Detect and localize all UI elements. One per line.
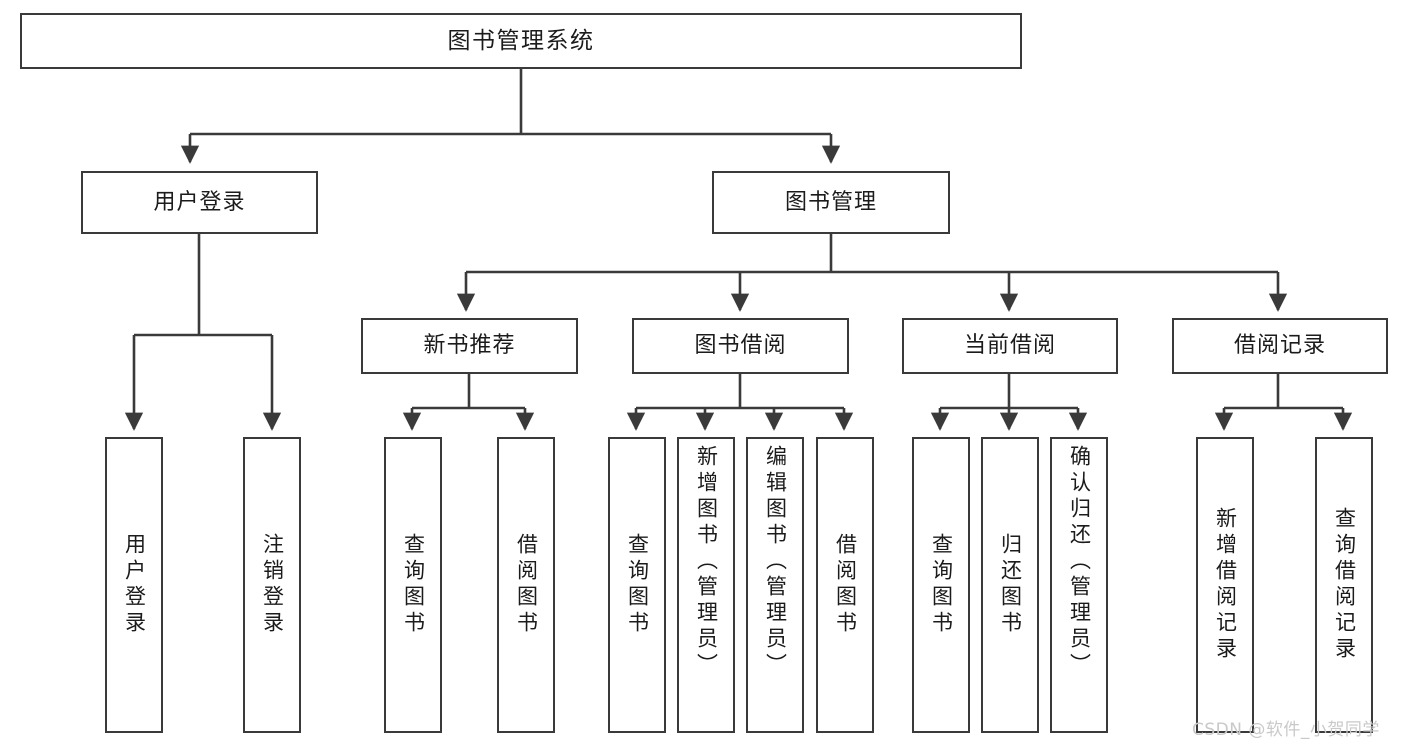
node-current-borrow-label: 当前借阅 bbox=[963, 333, 1056, 358]
leaf-new-book-borrow[interactable]: 借阅图书 bbox=[497, 437, 555, 733]
leaf-borrow-add-book-admin[interactable]: 新增图书（管理员） bbox=[677, 437, 735, 733]
leaf-borrow-query-book[interactable]: 查询图书 bbox=[608, 437, 666, 733]
leaf-user-login-signin-label: 用户登录 bbox=[122, 533, 147, 637]
leaf-user-login-signout[interactable]: 注销登录 bbox=[243, 437, 301, 733]
leaf-current-return-book[interactable]: 归还图书 bbox=[981, 437, 1039, 733]
node-root-label: 图书管理系统 bbox=[447, 27, 595, 54]
node-book-management[interactable]: 图书管理 bbox=[712, 171, 950, 234]
leaf-records-query[interactable]: 查询借阅记录 bbox=[1315, 437, 1373, 733]
node-book-borrow[interactable]: 图书借阅 bbox=[632, 318, 849, 374]
node-root[interactable]: 图书管理系统 bbox=[20, 13, 1022, 69]
leaf-new-book-query[interactable]: 查询图书 bbox=[384, 437, 442, 733]
leaf-new-book-query-label: 查询图书 bbox=[401, 533, 426, 637]
node-borrow-records[interactable]: 借阅记录 bbox=[1172, 318, 1388, 374]
leaf-new-book-borrow-label: 借阅图书 bbox=[514, 533, 539, 637]
node-new-book-recommend[interactable]: 新书推荐 bbox=[361, 318, 578, 374]
node-book-management-label: 图书管理 bbox=[784, 189, 877, 215]
csdn-watermark: CSDN @软件_小贺同学 bbox=[1192, 720, 1380, 740]
leaf-current-query-book-label: 查询图书 bbox=[929, 533, 954, 637]
node-user-login[interactable]: 用户登录 bbox=[81, 171, 318, 234]
node-user-login-label: 用户登录 bbox=[153, 189, 246, 215]
leaf-records-add-label: 新增借阅记录 bbox=[1213, 507, 1238, 663]
leaf-borrow-borrow-book[interactable]: 借阅图书 bbox=[816, 437, 874, 733]
leaf-current-confirm-return-admin-label: 确认归还（管理员） bbox=[1067, 445, 1092, 679]
node-borrow-records-label: 借阅记录 bbox=[1233, 333, 1326, 358]
leaf-current-query-book[interactable]: 查询图书 bbox=[912, 437, 970, 733]
leaf-current-confirm-return-admin[interactable]: 确认归还（管理员） bbox=[1050, 437, 1108, 733]
leaf-current-return-book-label: 归还图书 bbox=[998, 533, 1023, 637]
leaf-borrow-edit-book-admin-label: 编辑图书（管理员） bbox=[763, 445, 788, 679]
leaf-borrow-edit-book-admin[interactable]: 编辑图书（管理员） bbox=[746, 437, 804, 733]
leaf-borrow-borrow-book-label: 借阅图书 bbox=[833, 533, 858, 637]
leaf-borrow-query-book-label: 查询图书 bbox=[625, 533, 650, 637]
leaf-borrow-add-book-admin-label: 新增图书（管理员） bbox=[694, 445, 719, 679]
node-current-borrow[interactable]: 当前借阅 bbox=[902, 318, 1118, 374]
leaf-user-login-signin[interactable]: 用户登录 bbox=[105, 437, 163, 733]
leaf-records-add[interactable]: 新增借阅记录 bbox=[1196, 437, 1254, 733]
node-new-book-recommend-label: 新书推荐 bbox=[423, 333, 516, 358]
leaf-records-query-label: 查询借阅记录 bbox=[1332, 507, 1357, 663]
node-book-borrow-label: 图书借阅 bbox=[694, 333, 787, 358]
leaf-user-login-signout-label: 注销登录 bbox=[260, 533, 285, 637]
